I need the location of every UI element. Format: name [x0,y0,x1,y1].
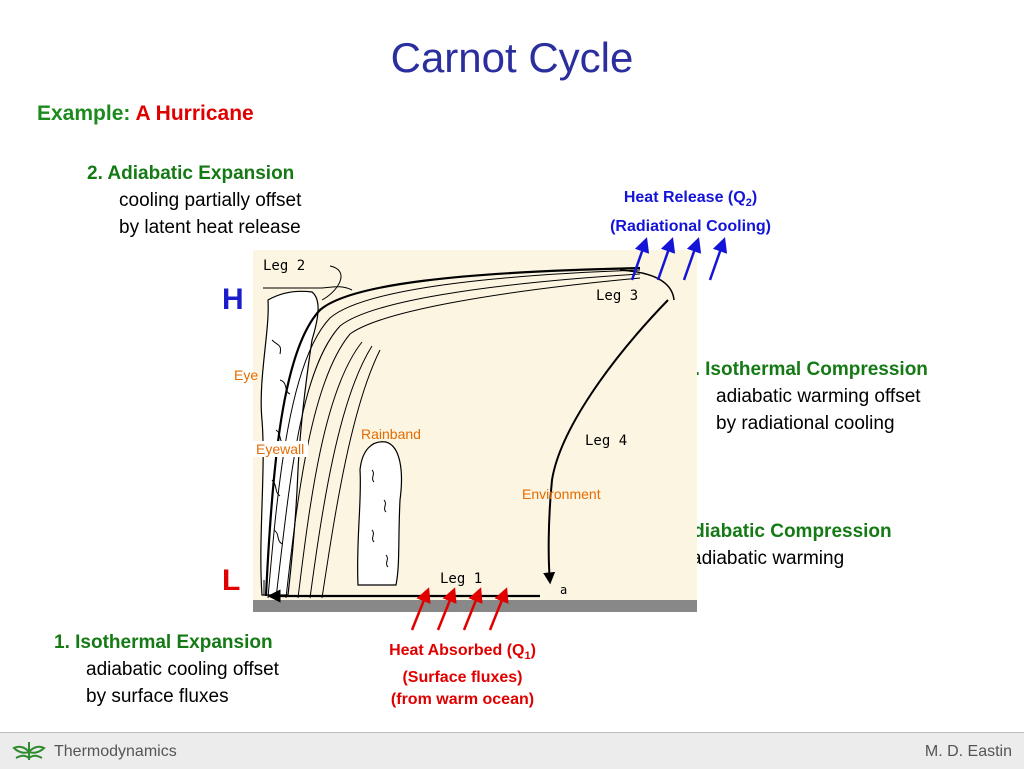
heat-absorbed-subscript: 1 [524,650,531,663]
footer-author: M. D. Eastin [924,743,1012,760]
step-2-line1: cooling partially offset [119,190,302,211]
heat-release-arrows [630,237,728,281]
example-prefix: Example: [37,102,131,125]
environment-label: Environment [522,486,601,502]
leg-2-path [264,266,641,597]
low-pressure-marker: L [222,564,241,597]
leg-2-pointer [263,286,353,291]
heat-release-subscript: 2 [745,197,752,210]
step-4-text: 4. Adiabatic Compression adiabatic warmi… [659,518,892,572]
rainband-cloud [357,441,403,586]
ocean-surface [253,600,697,612]
leg-2-callout [321,265,342,301]
leg-2-label: Leg 2 [263,258,305,274]
step-2-text: 2. Adiabatic Expansion cooling partially… [87,160,301,241]
heat-absorbed-suffix: ) [530,642,536,659]
step-4-heading: 4. Adiabatic Compression [659,521,892,542]
heat-release-prefix: Heat Release (Q [623,189,746,206]
step-4-line1: adiabatic warming [691,548,845,569]
streamlines [267,269,641,599]
leg-1-label: Leg 1 [440,571,482,587]
footer-course: Thermodynamics [54,743,177,760]
leg-4-path [543,299,669,585]
step-3-line2: by radiational cooling [716,413,895,434]
point-a-label: a [560,583,567,597]
example-heading: Example: A Hurricane [37,102,254,126]
step-3-text: 3. Isothermal Compression adiabatic warm… [684,356,928,437]
diagram-background [253,250,697,600]
heat-release-label: Heat Release (Q2) (Radiational Cooling) [568,186,813,238]
leaf-logo-icon [12,742,46,760]
leg-3-label: Leg 3 [596,288,638,304]
step-2-line2: by latent heat release [119,217,301,238]
heat-release-line2: (Radiational Cooling) [610,218,771,236]
rainband-cloud-detail [371,469,389,568]
slide-title: Carnot Cycle [390,34,634,81]
step-3-line1: adiabatic warming offset [716,386,921,407]
heat-absorbed-prefix: Heat Absorbed (Q [389,642,525,659]
step-3-heading: 3. Isothermal Compression [684,359,928,380]
eyewall-label: Eyewall [252,441,309,457]
heat-absorbed-line2: (Surface fluxes) [402,669,523,687]
heat-release-suffix: ) [751,189,758,206]
rainband-label: Rainband [361,426,421,442]
step-1-heading: 1. Isothermal Expansion [54,632,273,653]
footer-bar [0,732,1024,769]
eye-label: Eye [234,367,259,383]
step-1-text: 1. Isothermal Expansion adiabatic coolin… [54,629,279,710]
heat-absorbed-arrows [410,587,509,631]
leg-4-label: Leg 4 [585,433,627,449]
step-1-line2: by surface fluxes [86,686,229,707]
high-pressure-marker: H [222,283,244,316]
eyewall-cloud-detail [271,339,291,545]
example-emphasis: A Hurricane [135,102,254,125]
heat-absorbed-line3: (from warm ocean) [390,691,535,709]
step-1-line1: adiabatic cooling offset [86,659,279,680]
heat-absorbed-label: Heat Absorbed (Q1) (Surface fluxes) (fro… [340,640,585,711]
step-2-heading: 2. Adiabatic Expansion [87,163,295,184]
